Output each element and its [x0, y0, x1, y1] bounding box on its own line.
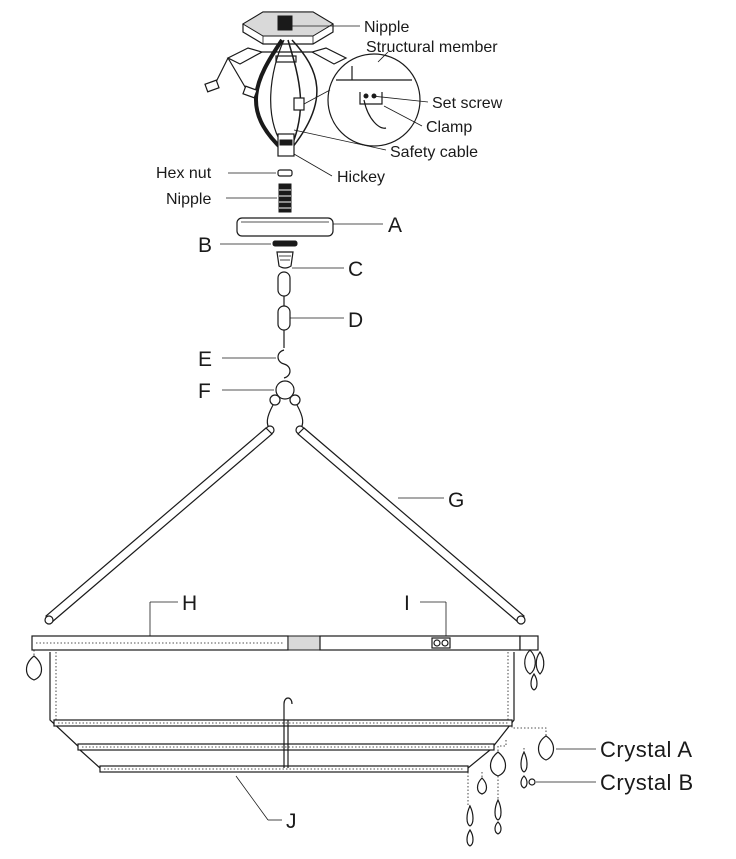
label-j: J [286, 810, 297, 833]
mounting-bracket [226, 47, 348, 65]
suspension-rods-g [44, 404, 526, 625]
ring-part-f [269, 380, 301, 406]
label-clamp: Clamp [426, 119, 472, 136]
label-g: G [448, 489, 464, 512]
label-d: D [348, 309, 363, 332]
label-h: H [182, 592, 197, 615]
center-hook [283, 697, 293, 768]
label-i: I [404, 592, 410, 615]
label-nipple: Nipple [166, 191, 211, 208]
set-screw-detail-callout [293, 53, 421, 147]
label-b: B [198, 234, 212, 257]
hex-nut [277, 169, 293, 177]
label-hickey: Hickey [337, 169, 385, 186]
connector-part-i [431, 637, 451, 649]
crystal-left-top [25, 650, 43, 681]
crystal-b-example [528, 778, 536, 786]
crystal-right-top-1 [524, 649, 538, 691]
label-hex-nut: Hex nut [156, 165, 212, 182]
label-nipple-top: Nipple [364, 19, 409, 36]
crystal-a-example [511, 726, 555, 761]
chain-part-d [277, 271, 291, 348]
canopy-part-a [236, 217, 334, 237]
label-set-screw: Set screw [432, 95, 503, 112]
label-structural-member: Structural member [366, 39, 498, 56]
washer-part-b [272, 240, 298, 247]
crystal-right-top-2 [535, 650, 545, 675]
top-frame-ring-h [31, 635, 539, 651]
ceiling-junction-box [242, 11, 334, 45]
threaded-nipple [278, 183, 292, 213]
label-safety-cable: Safety cable [390, 144, 478, 161]
label-a: A [388, 214, 402, 237]
crystals-hanging-row [466, 740, 528, 847]
hickey-fitting [277, 133, 295, 157]
s-hook-part-e [277, 349, 291, 379]
label-c: C [348, 258, 363, 281]
label-e: E [198, 348, 212, 371]
label-crystal-b: Crystal B [600, 770, 694, 795]
loop-part-c [276, 251, 294, 269]
label-f: F [198, 380, 211, 403]
label-crystal-a: Crystal A [600, 737, 693, 762]
frame-body [49, 652, 515, 773]
supply-wires [204, 38, 318, 152]
